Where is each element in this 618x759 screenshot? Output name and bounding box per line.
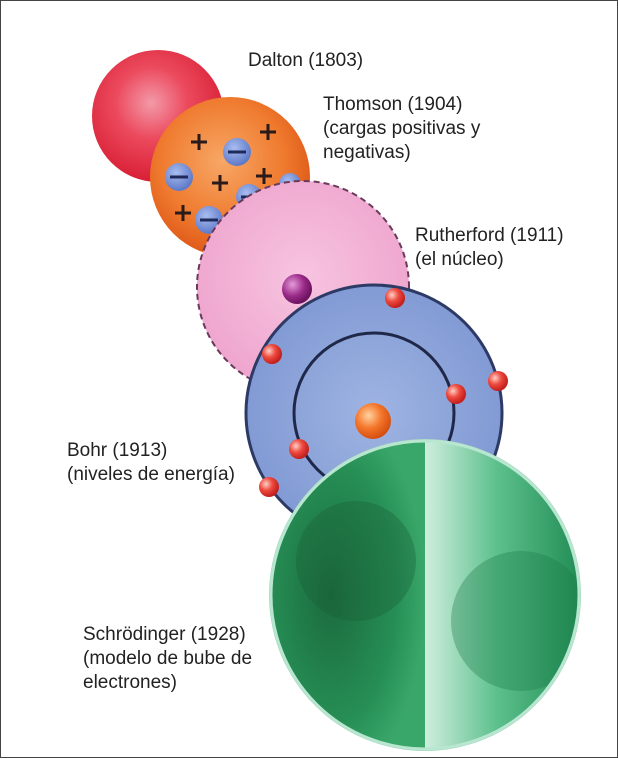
electron <box>262 344 282 364</box>
rutherford-nucleus <box>282 274 312 304</box>
electron <box>385 288 405 308</box>
label-dalton: Dalton (1803) <box>248 49 363 73</box>
label-bohr: Bohr (1913) (niveles de energía) <box>67 439 235 487</box>
negative-charge-icon <box>223 138 251 166</box>
bohr-nucleus <box>355 403 391 439</box>
electron <box>446 384 466 404</box>
electron <box>289 439 309 459</box>
electron <box>259 477 279 497</box>
label-schrodinger: Schrödinger (1928) (modelo de bube de el… <box>83 623 252 695</box>
schrodinger-model <box>269 439 591 751</box>
negative-charge-icon <box>165 163 193 191</box>
label-thomson: Thomson (1904) (cargas positivas y negat… <box>323 93 480 165</box>
label-rutherford: Rutherford (1911) (el núcleo) <box>415 224 564 272</box>
electron <box>488 371 508 391</box>
